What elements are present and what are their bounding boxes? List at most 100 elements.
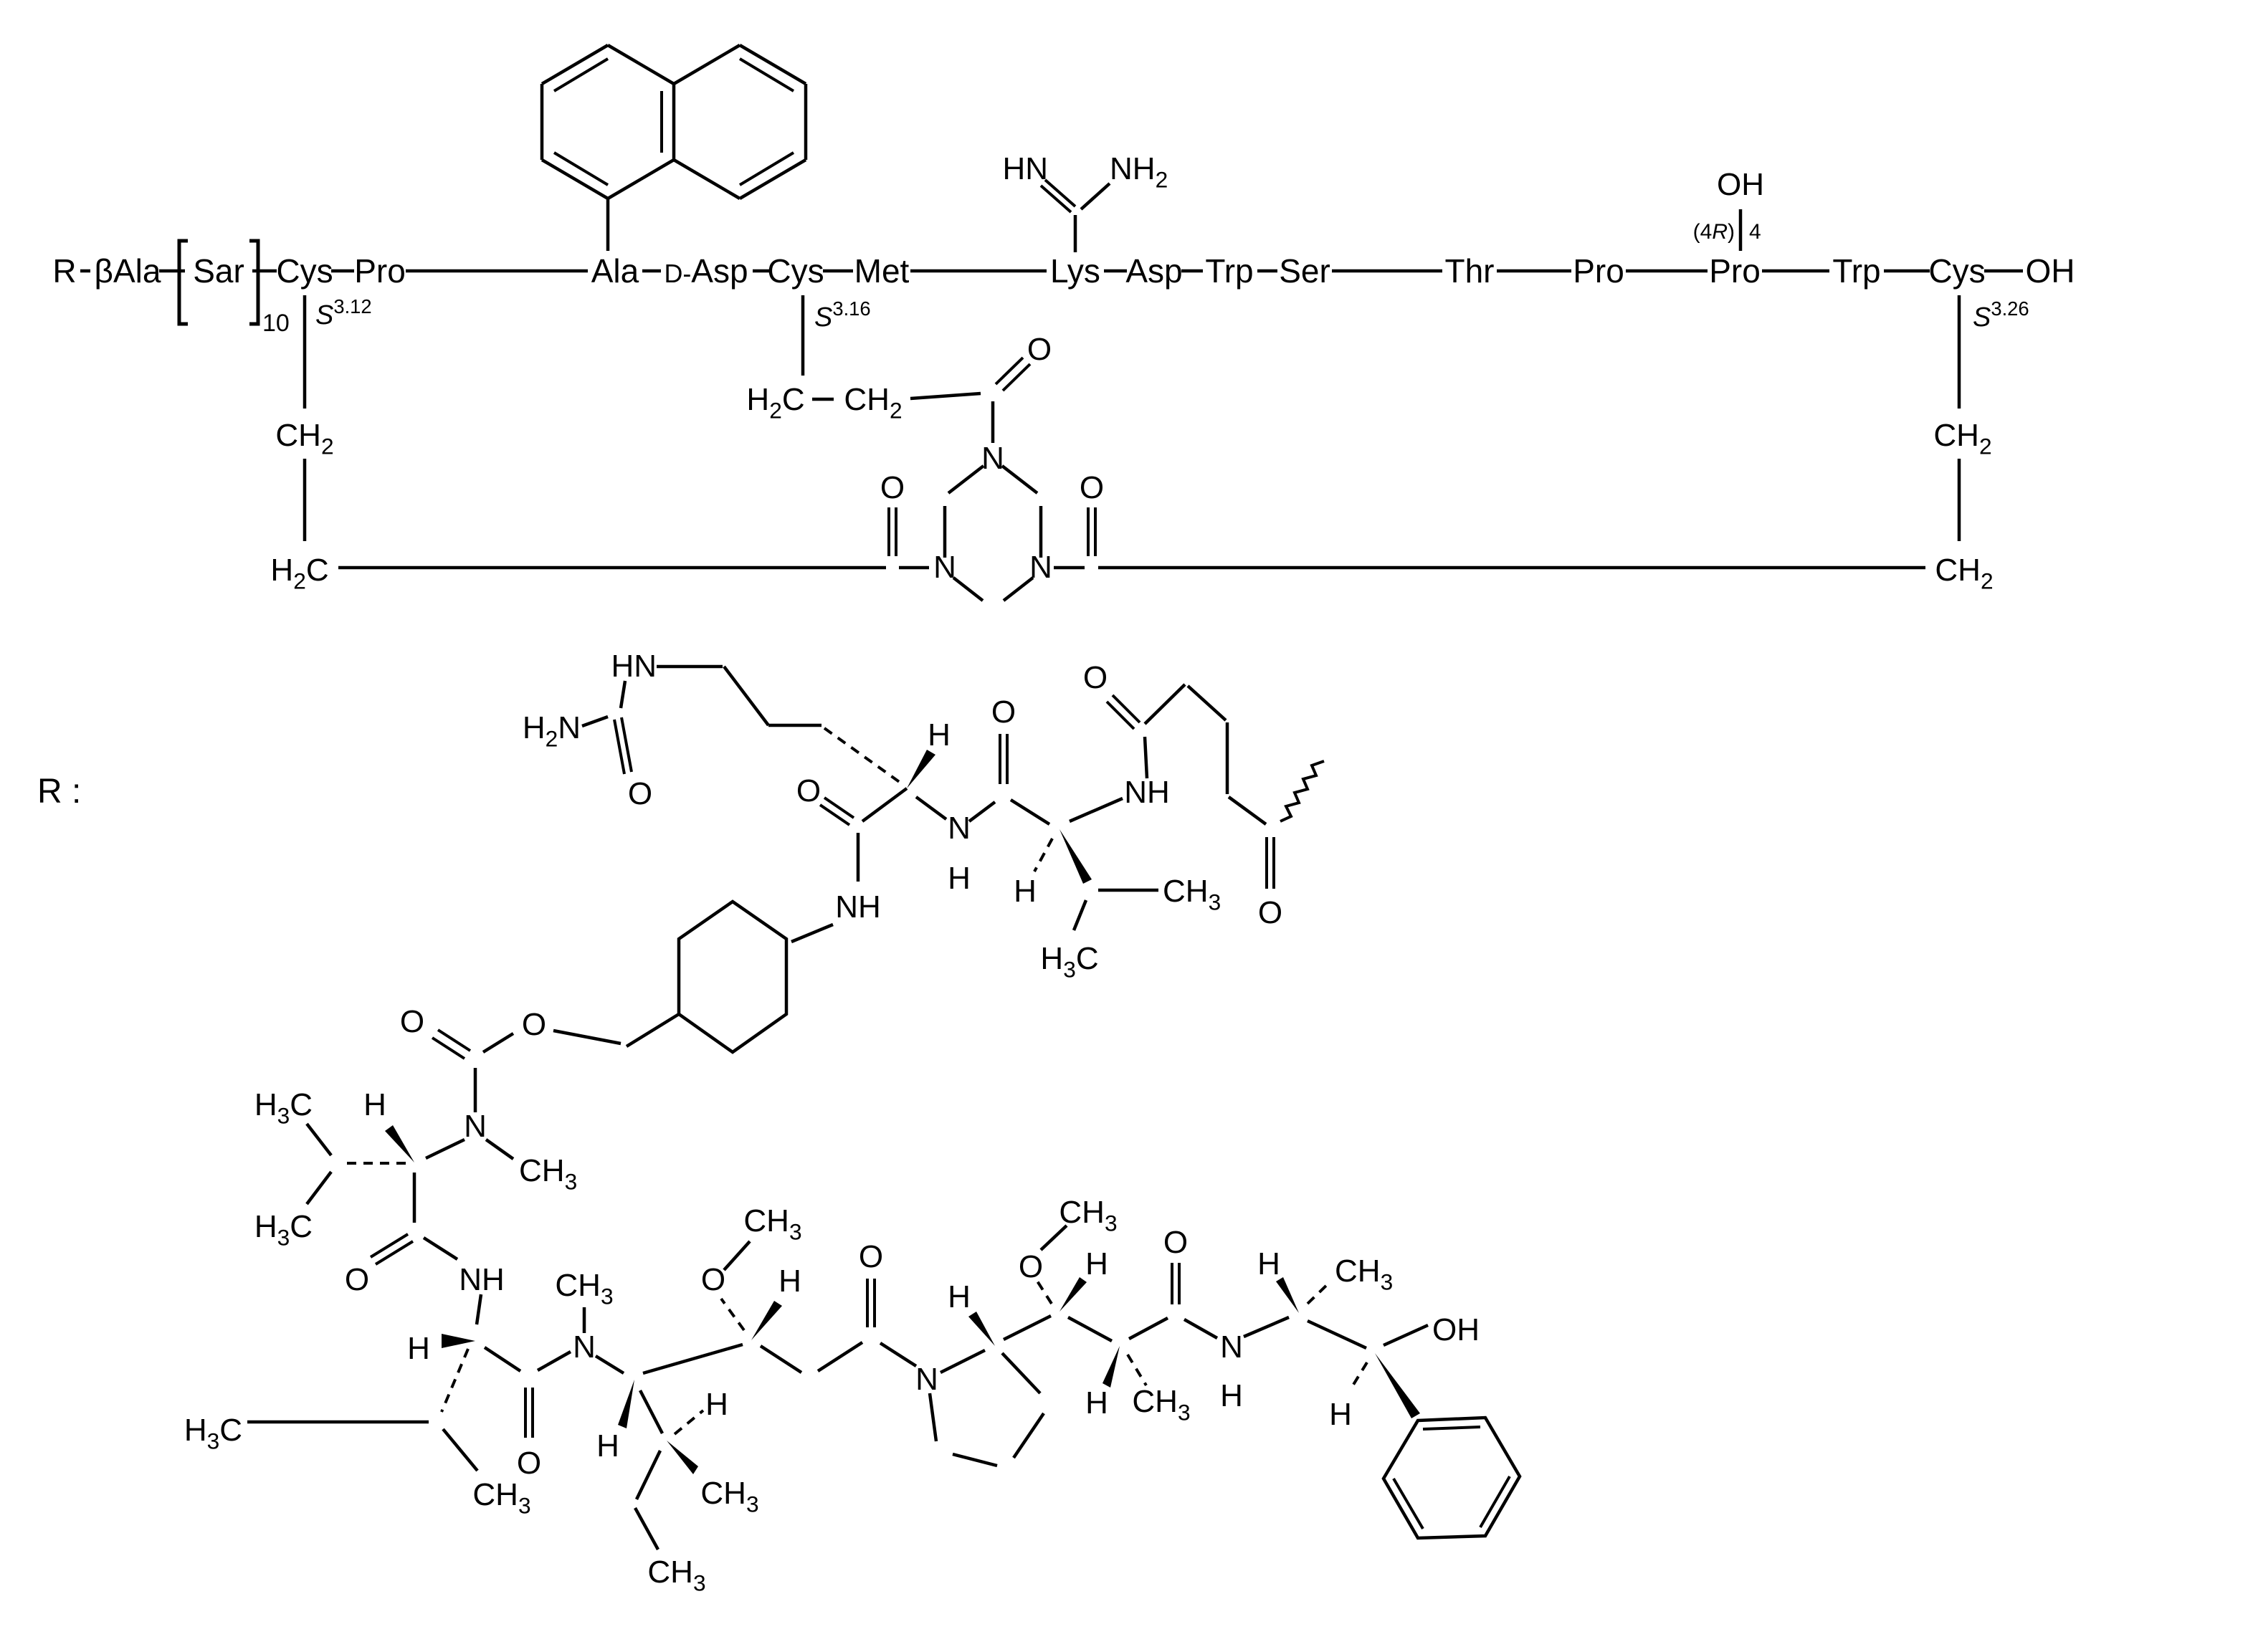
- pab-nh: NH: [835, 889, 881, 925]
- right-acyl-o: O: [1080, 470, 1104, 505]
- dap-ome-o: O: [1019, 1249, 1043, 1284]
- terminal-oh: OH: [2026, 252, 2075, 290]
- glutaryl-o-5: O: [1258, 895, 1282, 930]
- wedge-cit-h: [907, 750, 935, 788]
- triazinane-n-top: N: [981, 441, 1004, 476]
- meval-h3c-top: H3C: [254, 1087, 313, 1128]
- r-group-heading: R :: [37, 773, 81, 811]
- hydroxyproline-oh: OH: [1717, 167, 1764, 202]
- residue-pro-1: Pro: [354, 252, 406, 290]
- residue-sar: Sar: [193, 252, 244, 290]
- annotation-4: 4: [1749, 220, 1761, 244]
- residue-trp-1: Trp: [1205, 252, 1253, 290]
- dap-c6-h: H: [1085, 1246, 1108, 1281]
- residue-cys-3: Cys: [1928, 252, 1985, 290]
- wedge-dil-alpha-h: [618, 1380, 634, 1428]
- val2-carbonyl-o: O: [517, 1446, 541, 1481]
- annotation-s316: S3.16: [814, 297, 871, 333]
- meval-carbonyl-o: O: [345, 1262, 369, 1297]
- valcit-nh: NH: [1124, 775, 1170, 810]
- residue-beta-ala: βAla: [95, 252, 161, 290]
- dil-alpha-h: H: [596, 1428, 619, 1464]
- doe-amide-h: H: [1220, 1378, 1243, 1413]
- dil-sbu-ch3: CH3: [700, 1476, 758, 1517]
- dashed-stereo-bonds: [344, 727, 1368, 1436]
- left-arm-ch2: CH2: [275, 418, 333, 459]
- doe-choh-h: H: [1329, 1397, 1352, 1432]
- dap-pyrrolidine-n: N: [915, 1362, 938, 1397]
- cit-val-amide-h: H: [948, 861, 971, 896]
- residue-d-asp: D-Asp: [664, 252, 748, 290]
- naphthalene-ring-bonds: [540, 44, 808, 251]
- guanidine-nh2: NH2: [1110, 151, 1168, 192]
- dil-ethyl-ch3: CH3: [647, 1555, 705, 1595]
- valcit-ch3: CH3: [1163, 874, 1221, 915]
- dap-ome-ch3: CH3: [1059, 1195, 1117, 1236]
- valcit-carbonyl-o: O: [991, 694, 1016, 730]
- wedge-sbu-ch3: [667, 1441, 698, 1474]
- cit-hn: HN: [611, 649, 657, 684]
- wedge-dap-c7-h: [1103, 1346, 1120, 1388]
- dil-acyl-o: O: [859, 1239, 883, 1274]
- valcit-h3c: H3C: [1040, 941, 1098, 982]
- doe-amide-n: N: [1220, 1329, 1243, 1365]
- val2-nh: NH: [459, 1262, 505, 1297]
- left-arm-h2c: H2C: [270, 553, 328, 593]
- doe-ch1-h: H: [1257, 1246, 1280, 1281]
- residue-asp: Asp: [1125, 252, 1182, 290]
- residue-pro-3: Pro: [1709, 252, 1761, 290]
- residue-cys-2: Cys: [767, 252, 824, 290]
- dap-c2-h: H: [948, 1279, 971, 1314]
- dil-c3-h: H: [778, 1264, 801, 1299]
- residue-ser: Ser: [1279, 252, 1330, 290]
- guanidine-bonds: [1073, 182, 1111, 252]
- mid-arm-h2c: H2C: [746, 382, 804, 423]
- carbamate-ester-o: O: [522, 1007, 546, 1042]
- residue-met: Met: [854, 252, 910, 290]
- annotation-4r: (4R): [1693, 220, 1735, 244]
- residue-cys-1: Cys: [276, 252, 333, 290]
- doe-ch3: CH3: [1335, 1254, 1393, 1294]
- residue-ala: Ala: [591, 252, 639, 290]
- cit-urea-o: O: [628, 776, 652, 811]
- dil-ome-ch3: CH3: [743, 1203, 801, 1244]
- left-acyl-o: O: [880, 470, 905, 505]
- crosslink-double-bonds: [887, 356, 1097, 556]
- sar-subscript-10: 10: [262, 310, 290, 337]
- annotation-s312: S3.12: [315, 295, 372, 330]
- right-arm-ch2-2: CH2: [1935, 553, 1993, 593]
- triazinane-n-left: N: [933, 550, 956, 585]
- wedge-dil-c3-h: [751, 1301, 782, 1340]
- linker-double-bonds: [369, 694, 1511, 1530]
- residue-r: R: [52, 252, 76, 290]
- naphthalene-double-bonds: [553, 57, 795, 186]
- cit-val-amide-n: N: [948, 811, 971, 846]
- wedge-dap-c2-h: [968, 1312, 995, 1346]
- val2-h3c: H3C: [184, 1413, 242, 1453]
- doe-oh: OH: [1432, 1312, 1480, 1347]
- residue-pro-2: Pro: [1573, 252, 1624, 290]
- wedge-doe-ch1-h: [1276, 1277, 1299, 1313]
- right-arm-ch2-1: CH2: [1933, 418, 1991, 459]
- residue-thr: Thr: [1445, 252, 1495, 290]
- squiggle-attachment-bond: [1280, 760, 1325, 823]
- crosslink-bonds: [303, 295, 1961, 602]
- dap-amide-o: O: [1163, 1225, 1188, 1260]
- dap-c7-h: H: [1085, 1385, 1108, 1421]
- dil-ome-o: O: [701, 1262, 725, 1297]
- glutaryl-o-1: O: [1083, 660, 1108, 695]
- valcit-alpha-h: H: [1014, 874, 1037, 909]
- sar-bracket-symbols: [177, 239, 260, 326]
- guanidine-hn: HN: [1002, 151, 1048, 186]
- val2-ch3: CH3: [472, 1477, 530, 1518]
- annotation-s326: S3.26: [1973, 297, 2029, 333]
- meval-h3c-bottom: H3C: [254, 1209, 313, 1250]
- residue-trp-2: Trp: [1832, 252, 1880, 290]
- guanidine-double-bond: [1039, 178, 1077, 214]
- dil-n: N: [573, 1329, 596, 1365]
- dil-n-ch3: CH3: [555, 1268, 613, 1309]
- dap-c7-ch3: CH3: [1132, 1384, 1190, 1425]
